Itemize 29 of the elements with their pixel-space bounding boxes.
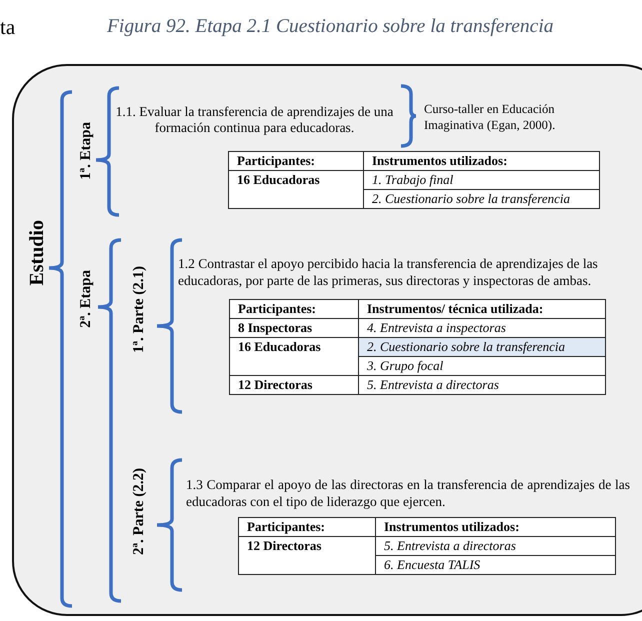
objective-text: 1.3 Comparar el apoyo de las directoras en la transferencia de aprendizajes de las educadoras con el tipo de liderazgo que ejercen.: [186, 476, 630, 510]
participant-cell: 8 Inspectoras: [230, 318, 358, 338]
vertical-heading: Estudio: [26, 220, 49, 286]
header-cell: Instrumentos utilizados:: [376, 518, 616, 536]
participant-cell: 16 Educadoras: [230, 338, 358, 376]
header-cell: Instrumentos/ técnica utilizada:: [358, 300, 606, 318]
instrument-cell: 5. Entrevista a directoras: [376, 536, 616, 556]
vertical-heading: 1ª. Parte (2.1): [131, 266, 148, 353]
participant-cell: 16 Educadoras: [228, 170, 364, 208]
objective-text: 1.1. Evaluar la transferencia de aprendizajes de una formación continua para educadoras.: [114, 104, 394, 136]
instrument-cell: 1. Trabajo final: [364, 170, 600, 190]
vertical-heading: 2ª. Parte (2.2): [131, 468, 148, 555]
participant-cell: 12 Directoras: [238, 536, 376, 574]
header-cell: Instrumentos utilizados:: [364, 152, 600, 170]
instrument-cell: 3. Grupo focal: [358, 356, 606, 376]
vertical-heading: 2ª. Etapa: [78, 270, 95, 328]
header-cell: Participantes:: [238, 518, 376, 536]
instrument-cell: 5. Entrevista a directoras: [358, 376, 606, 394]
header-cell: Participantes:: [230, 300, 358, 318]
instrument-cell: 2. Cuestionario sobre la transferencia: [358, 338, 606, 356]
participant-cell: 12 Directoras: [230, 376, 358, 394]
header-cell: Participantes:: [228, 152, 364, 170]
instrument-cell: 6. Encuesta TALIS: [376, 556, 616, 574]
figure-title: Figura 92. Etapa 2.1 Cuestionario sobre la transferencia: [107, 16, 554, 38]
instrument-cell: 2. Cuestionario sobre la transferencia: [364, 190, 600, 208]
cut-off-word: ta: [0, 15, 16, 40]
note-text: Curso-taller en Educación Imaginativa (Egan, 2000).: [424, 101, 556, 133]
vertical-heading: 1ª. Etapa: [78, 122, 95, 180]
objective-text: 1.2 Contrastar el apoyo percibido hacia la transferencia de aprendizajes de las educadoras, por parte de las primeras, sus directoras y inspectoras de ambas.: [178, 255, 599, 289]
